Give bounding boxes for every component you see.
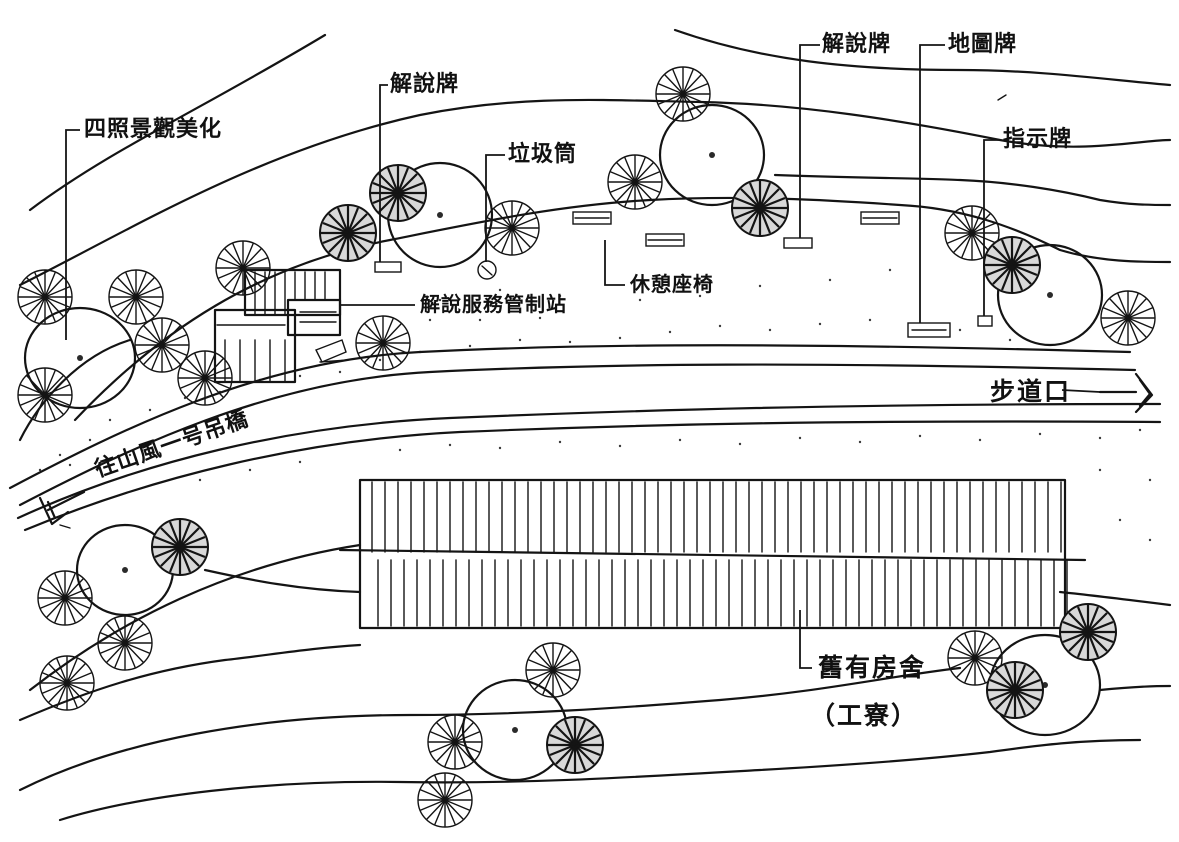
label-map-sign: 地圖牌 (948, 31, 1018, 57)
pen-marks (59, 94, 1007, 529)
label-old-building: 舊有房舍 (818, 653, 927, 682)
arrow-left-icon (38, 490, 86, 526)
label-interp-sign-left: 解說牌 (390, 71, 460, 97)
contour-lines (18, 28, 1172, 822)
label-direction-sign: 指示牌 (1003, 126, 1073, 152)
sign-posts (374, 237, 993, 338)
gravel-texture (38, 268, 1152, 542)
label-service-station: 解說服務管制站 (420, 292, 567, 316)
label-rest-bench: 休憩座椅 (630, 272, 714, 296)
trash-bin-icon (477, 260, 497, 280)
walkway (8, 344, 1162, 532)
leader-lines (65, 44, 1101, 669)
arrow-right-icon (1098, 372, 1154, 414)
label-old-building-note: （工寮） (810, 701, 919, 730)
label-trail-entrance: 步道口 (990, 377, 1072, 406)
label-viewpoint-beautify: 四照景觀美化 (84, 116, 223, 142)
label-trash-bin: 垃圾筒 (508, 141, 578, 167)
old-building (338, 478, 1087, 630)
label-interp-sign-right: 解說牌 (822, 31, 892, 57)
